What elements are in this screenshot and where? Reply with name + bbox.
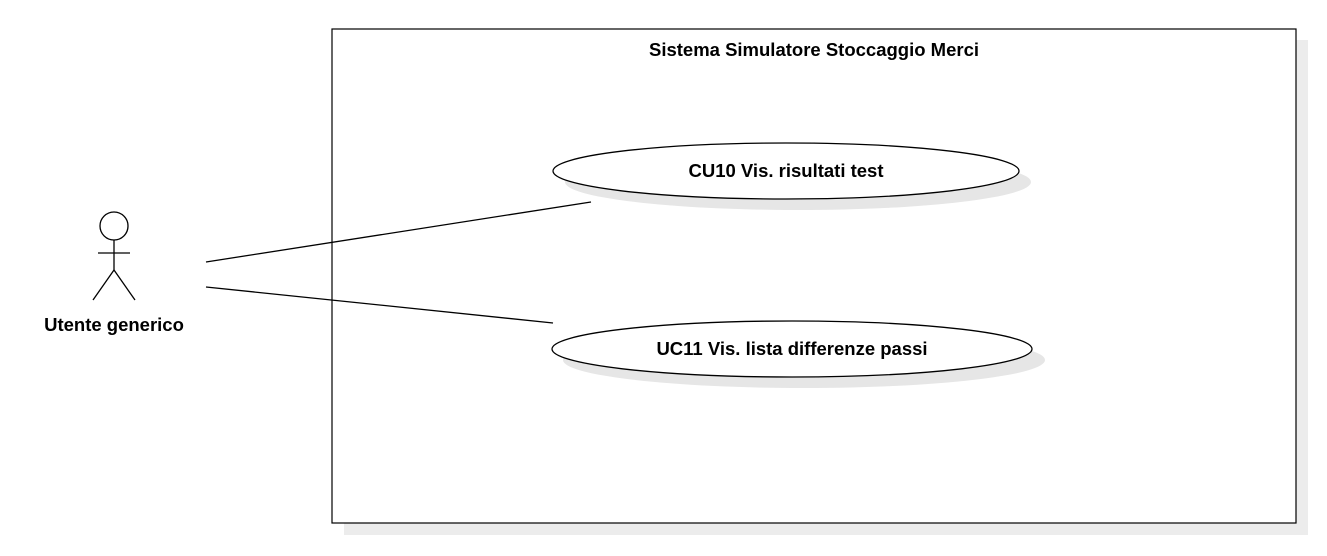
system-title: Sistema Simulatore Stoccaggio Merci [649,39,979,60]
use-case-uc11-ellipse [551,320,1033,378]
system-boundary: Sistema Simulatore Stoccaggio Merci [331,28,1308,535]
use-case-uc11-label: UC11 Vis. lista differenze passi [656,338,927,359]
system-boundary-box [331,28,1297,524]
use-case-uc11[interactable]: UC11 Vis. lista differenze passi [551,320,1045,388]
use-case-cu10-label: CU10 Vis. risultati test [688,160,883,181]
association-line-uc11 [205,286,554,324]
actor-name: Utente generico [44,314,184,335]
use-case-cu10-ellipse [552,142,1020,200]
association-line-cu10 [205,201,592,263]
use-case-cu10[interactable]: CU10 Vis. risultati test [552,142,1031,210]
actor [92,211,136,301]
actor-left-leg [92,269,115,301]
actor-right-leg [113,269,136,301]
actor-head [99,211,129,241]
